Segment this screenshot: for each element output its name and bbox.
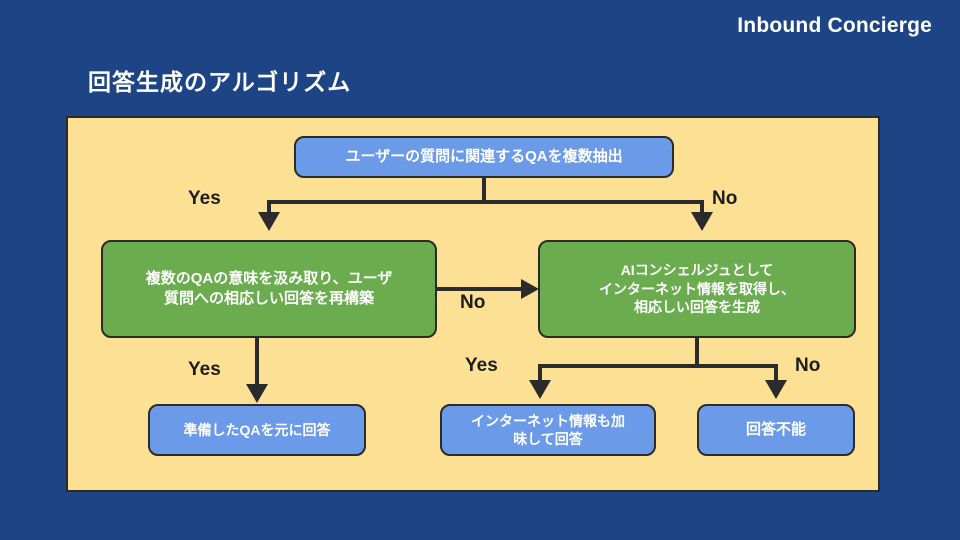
flow-node-net-answer-line-2: 味して回答 [513, 431, 583, 447]
connector-start-right-drop [700, 200, 704, 214]
flow-node-ai-concierge[interactable]: AIコンシェルジュとして インターネット情報を取得し、 相応しい回答を生成 [538, 240, 856, 338]
arrow-start-to-rebuild [258, 212, 280, 231]
connector-rebuild-down [255, 338, 259, 386]
connector-start-split-bar [267, 200, 704, 204]
arrow-rebuild-to-ai [521, 279, 539, 299]
flow-node-ai-concierge-line-2: インターネット情報を取得し、 [599, 280, 795, 297]
arrow-start-to-ai [691, 212, 713, 231]
page-title: 回答生成のアルゴリズム [88, 69, 352, 95]
connector-rebuild-to-ai [437, 287, 523, 291]
arrow-ai-to-net-answer [529, 380, 551, 399]
edge-label-start-no: No [712, 188, 738, 209]
flow-node-start[interactable]: ユーザーの質問に関連するQAを複数抽出 [294, 136, 674, 178]
flow-node-rebuild-line-2: 質問への相応しい回答を再構築 [163, 290, 374, 307]
flow-node-net-answer-line-1: インターネット情報も加 [471, 412, 625, 429]
connector-ai-left-drop [538, 364, 542, 382]
edge-label-start-yes: Yes [188, 188, 221, 209]
flow-node-rebuild[interactable]: 複数のQAの意味を汲み取り、ユーザ 質問への相応しい回答を再構築 [101, 240, 437, 338]
brand-logo-text: Inbound Concierge [737, 14, 932, 37]
flow-node-ai-concierge-line-1: AIコンシェルジュとして [620, 262, 774, 279]
flowchart-panel: ユーザーの質問に関連するQAを複数抽出 複数のQAの意味を汲み取り、ユーザ 質問… [66, 116, 880, 492]
edge-label-ai-yes: Yes [465, 355, 498, 376]
connector-start-left-drop [267, 200, 271, 214]
flow-node-rebuild-line-1: 複数のQAの意味を汲み取り、ユーザ [145, 270, 393, 288]
edge-label-rebuild-yes: Yes [188, 359, 221, 380]
flow-node-start-line-1: ユーザーの質問に関連するQAを複数抽出 [345, 148, 623, 166]
edge-label-rebuild-to-ai-no: No [460, 292, 486, 313]
flow-node-qa-answer[interactable]: 準備したQAを元に回答 [148, 404, 366, 456]
flow-node-ai-concierge-line-3: 相応しい回答を生成 [634, 299, 760, 316]
flow-node-net-answer[interactable]: インターネット情報も加 味して回答 [440, 404, 656, 456]
flow-node-qa-answer-line-1: 準備したQAを元に回答 [183, 421, 331, 438]
arrow-ai-to-no-answer [765, 380, 787, 399]
flow-node-no-answer-line-1: 回答不能 [745, 421, 806, 439]
flow-node-no-answer[interactable]: 回答不能 [697, 404, 855, 456]
arrow-rebuild-to-qa-answer [246, 384, 268, 403]
connector-ai-right-drop [774, 364, 778, 382]
connector-ai-stem [695, 338, 699, 366]
connector-start-stem [482, 178, 486, 202]
edge-label-ai-no: No [795, 355, 821, 376]
connector-ai-split-bar [538, 364, 778, 368]
